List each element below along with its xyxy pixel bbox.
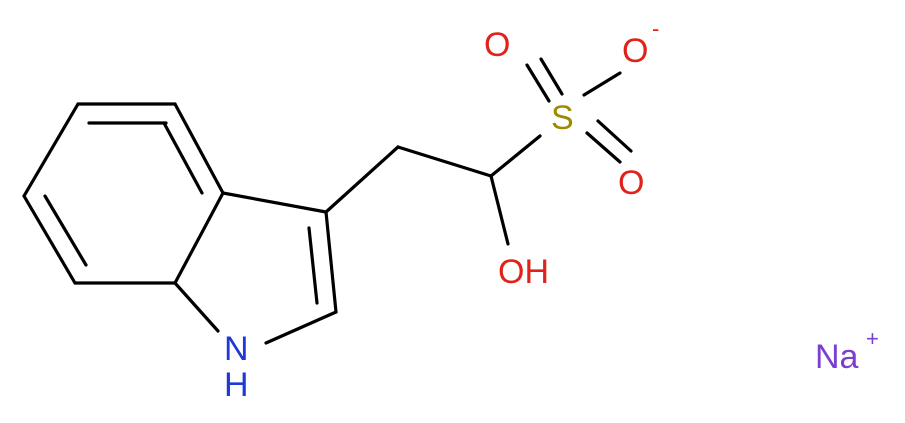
oxygen-top-label: O [484,26,510,64]
sodium-charge-label: + [866,326,879,351]
benzene-ring [22,102,225,285]
indole-hydrogen-label: H [224,366,249,404]
sodium-label: Na [815,338,859,376]
side-chain [324,134,542,246]
hydroxyl-label: OH [498,253,549,291]
oxide-oxygen-label: O [622,32,648,70]
oxide-charge-label: - [652,16,659,41]
pyrrole-ring [173,191,338,345]
sulfonate-bonds [525,57,633,164]
sulfur-label: S [551,99,574,137]
oxygen-bottom-label: O [618,164,644,202]
nitrogen-label: N [224,330,249,368]
